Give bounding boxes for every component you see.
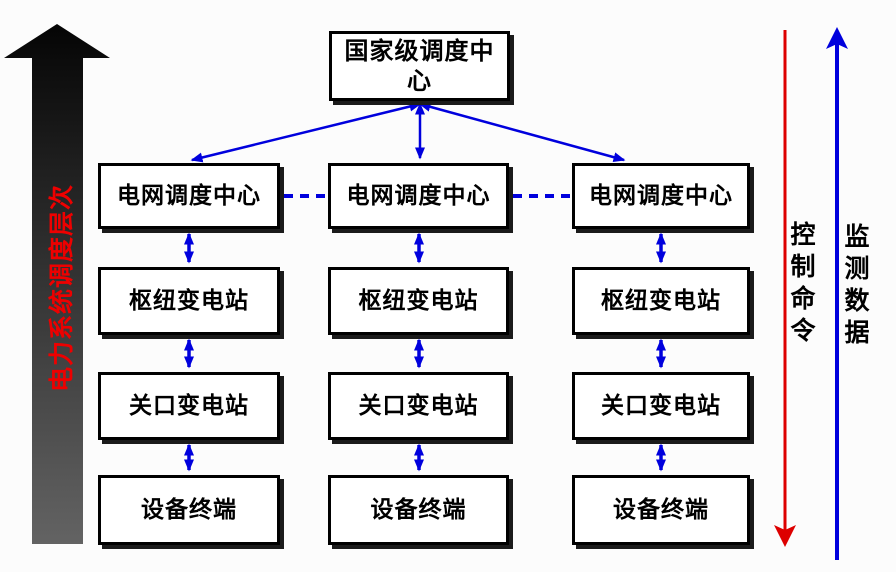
node-label: 设备终端 bbox=[141, 496, 237, 523]
node-national-dispatch-center: 国家级调度中心 bbox=[329, 31, 510, 101]
node-label: 关口变电站 bbox=[601, 392, 721, 419]
node-device-terminal-3: 设备终端 bbox=[572, 475, 750, 545]
node-label: 枢纽变电站 bbox=[129, 287, 249, 314]
node-label: 设备终端 bbox=[370, 496, 467, 523]
node-hub-substation-3: 枢纽变电站 bbox=[572, 267, 750, 335]
node-gateway-substation-2: 关口变电站 bbox=[328, 372, 509, 440]
node-gateway-substation-3: 关口变电站 bbox=[572, 372, 750, 440]
node-label: 枢纽变电站 bbox=[358, 287, 479, 314]
node-device-terminal-2: 设备终端 bbox=[328, 475, 509, 545]
node-hub-substation-1: 枢纽变电站 bbox=[98, 267, 280, 335]
node-grid-dispatch-center-2: 电网调度中心 bbox=[328, 163, 509, 229]
control-command-label: 控制命令 bbox=[790, 220, 816, 345]
node-device-terminal-1: 设备终端 bbox=[98, 475, 280, 545]
node-label: 关口变电站 bbox=[358, 392, 479, 419]
node-label: 电网调度中心 bbox=[117, 182, 261, 209]
node-gateway-substation-1: 关口变电站 bbox=[98, 372, 280, 440]
node-label: 国家级调度中心 bbox=[344, 37, 495, 95]
node-label: 电网调度中心 bbox=[346, 182, 491, 209]
monitor-data-label: 监测数据 bbox=[844, 222, 870, 347]
node-label: 关口变电站 bbox=[129, 392, 249, 419]
node-label: 电网调度中心 bbox=[589, 182, 733, 209]
node-label: 设备终端 bbox=[613, 496, 709, 523]
node-hub-substation-2: 枢纽变电站 bbox=[328, 267, 509, 335]
left-axis-label: 电力系统调度层次 bbox=[47, 184, 76, 393]
root-fan-connectors bbox=[190, 101, 626, 163]
node-label: 枢纽变电站 bbox=[601, 287, 721, 314]
node-grid-dispatch-center-1: 电网调度中心 bbox=[98, 163, 280, 229]
node-grid-dispatch-center-3: 电网调度中心 bbox=[572, 163, 750, 229]
